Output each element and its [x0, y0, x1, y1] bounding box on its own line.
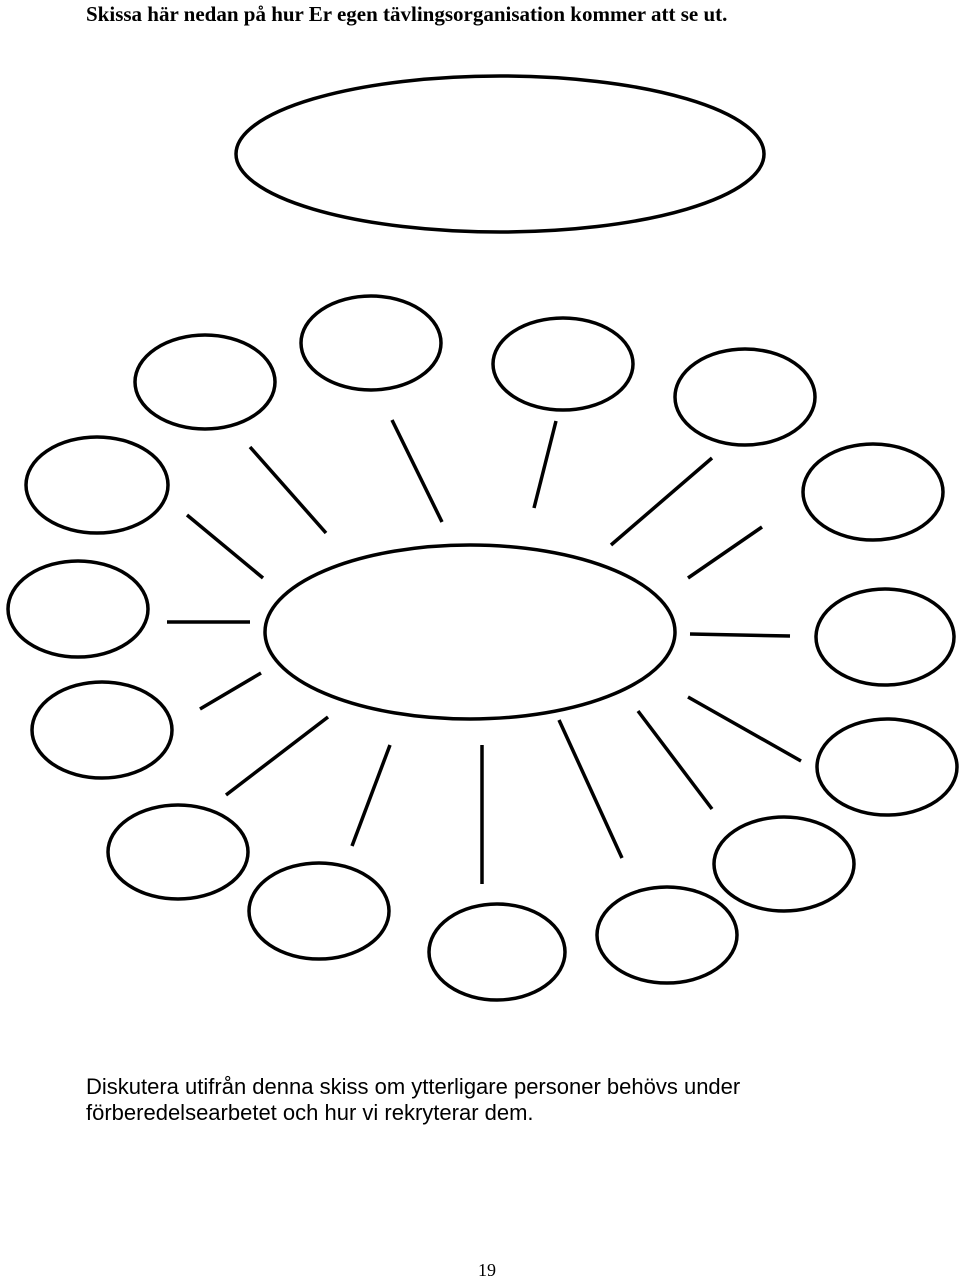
small-oval [801, 442, 945, 542]
small-oval [24, 435, 170, 535]
center-oval [263, 543, 677, 721]
page-heading: Skissa här nedan på hur Er egen tävlings… [86, 2, 728, 26]
discussion-instructions: Diskutera utifrån denna skiss om ytterli… [86, 1074, 946, 1126]
small-oval [6, 559, 150, 659]
connector-line [224, 715, 330, 797]
connector-line [185, 513, 265, 580]
connector-line [557, 719, 624, 859]
top-oval [234, 74, 766, 234]
small-oval [673, 347, 817, 447]
connector-line [636, 709, 714, 811]
small-oval [299, 294, 443, 392]
connector-line [687, 695, 802, 763]
small-oval [595, 885, 739, 985]
small-oval [815, 717, 959, 817]
small-oval [491, 316, 635, 412]
connector-line [689, 632, 791, 638]
small-oval [427, 902, 567, 1002]
instructions-line-1: Diskutera utifrån denna skiss om ytterli… [86, 1074, 741, 1099]
connector-line [199, 671, 262, 711]
small-oval [247, 861, 391, 961]
small-oval [814, 587, 956, 687]
instructions-line-2: förberedelsearbetet och hur vi rekrytera… [86, 1100, 534, 1125]
small-oval [712, 815, 856, 913]
small-oval [106, 803, 250, 901]
connector-line [350, 744, 392, 847]
connector-line [532, 420, 558, 509]
page-number: 19 [478, 1260, 496, 1280]
connector-line [248, 445, 328, 535]
small-oval [133, 333, 277, 431]
connector-line [390, 419, 444, 523]
connector-line [687, 525, 763, 580]
small-oval [30, 680, 174, 780]
connector-line [609, 456, 714, 547]
